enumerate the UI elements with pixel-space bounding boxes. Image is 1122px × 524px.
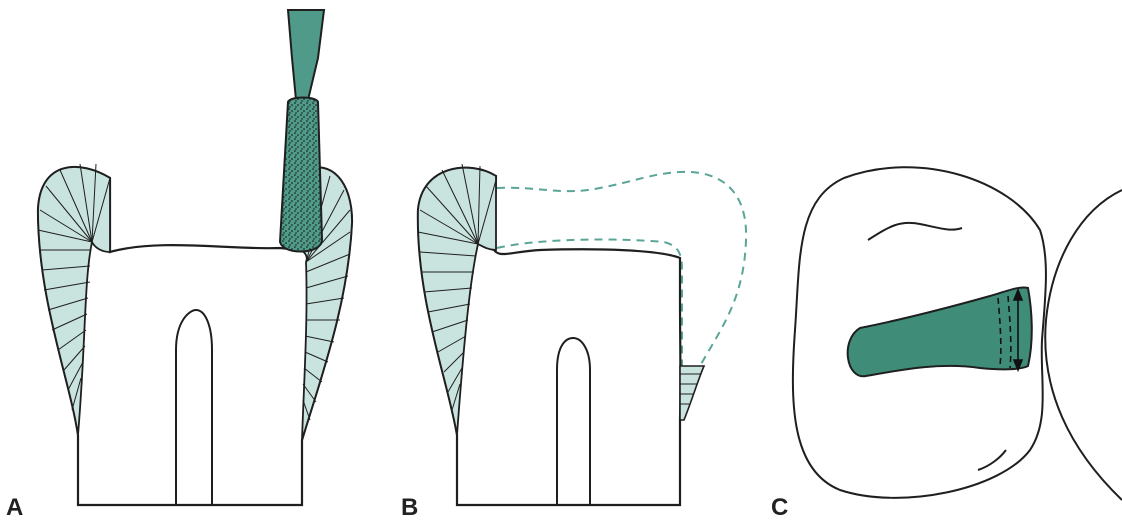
panel-label-b: B [401, 494, 418, 522]
instrument-shank-a [288, 10, 324, 100]
panel-a-diagram [38, 10, 352, 505]
panel-label-c: C [771, 494, 788, 522]
panel-c-diagram [793, 167, 1122, 500]
panel-label-a: A [6, 494, 23, 522]
adjacent-tooth-c [1045, 190, 1122, 500]
panel-b-diagram [418, 164, 746, 505]
diamond-bur-a [280, 98, 322, 252]
